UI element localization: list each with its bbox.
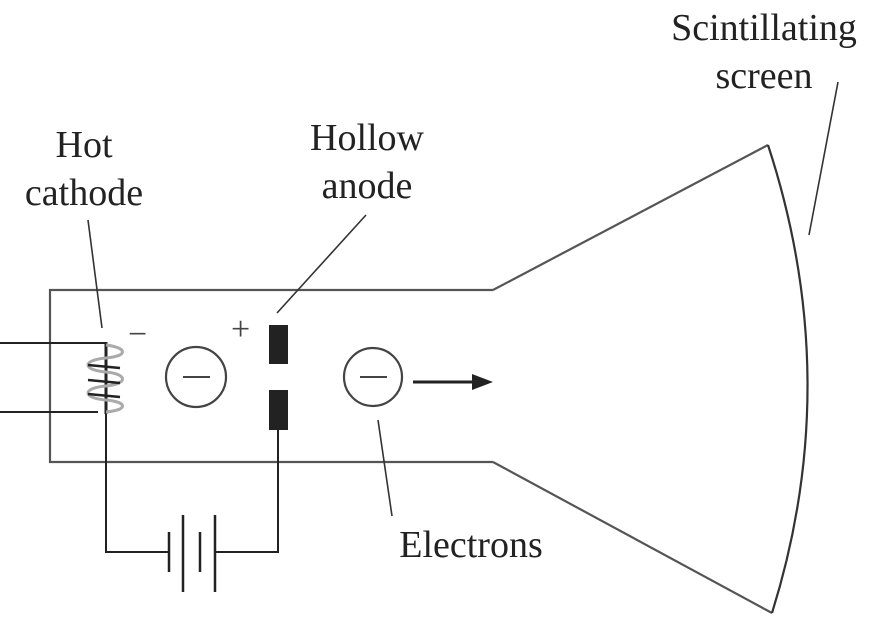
battery-icon <box>167 515 217 592</box>
hollow-anode-leader <box>276 214 367 314</box>
electron-icon <box>342 346 404 408</box>
anode-plate-top <box>269 325 288 364</box>
electrons-label: Electrons <box>399 524 543 566</box>
leader-lines <box>87 81 839 517</box>
scintillating-screen <box>766 144 809 614</box>
anode-plus-sign: + <box>231 311 250 348</box>
screen-label-line2: screen <box>715 55 812 97</box>
electrons-leader <box>377 419 393 517</box>
hollow-anode-label-line1: Hollow <box>310 117 425 159</box>
cathode-minus-sign: − <box>128 316 147 353</box>
tube-flare-top <box>492 144 769 291</box>
anode-plate-bottom <box>269 390 288 430</box>
hot-cathode-leader <box>87 219 103 329</box>
hot-cathode-label-line2: cathode <box>25 172 143 214</box>
tube-neck-top <box>48 288 493 464</box>
battery-circuit <box>105 414 279 553</box>
hot-cathode-coil <box>86 342 124 414</box>
hot-cathode-label-line1: Hot <box>56 124 113 166</box>
hollow-anode-label-line2: anode <box>322 165 413 207</box>
heater-leads <box>0 342 106 413</box>
electron-icon <box>164 345 228 409</box>
electron-direction-arrow-icon <box>413 374 493 390</box>
tube-flare-bottom <box>492 461 773 614</box>
screen-label-line1: Scintillating <box>671 7 857 49</box>
screen-leader <box>808 81 839 236</box>
tube-outline <box>48 144 809 614</box>
